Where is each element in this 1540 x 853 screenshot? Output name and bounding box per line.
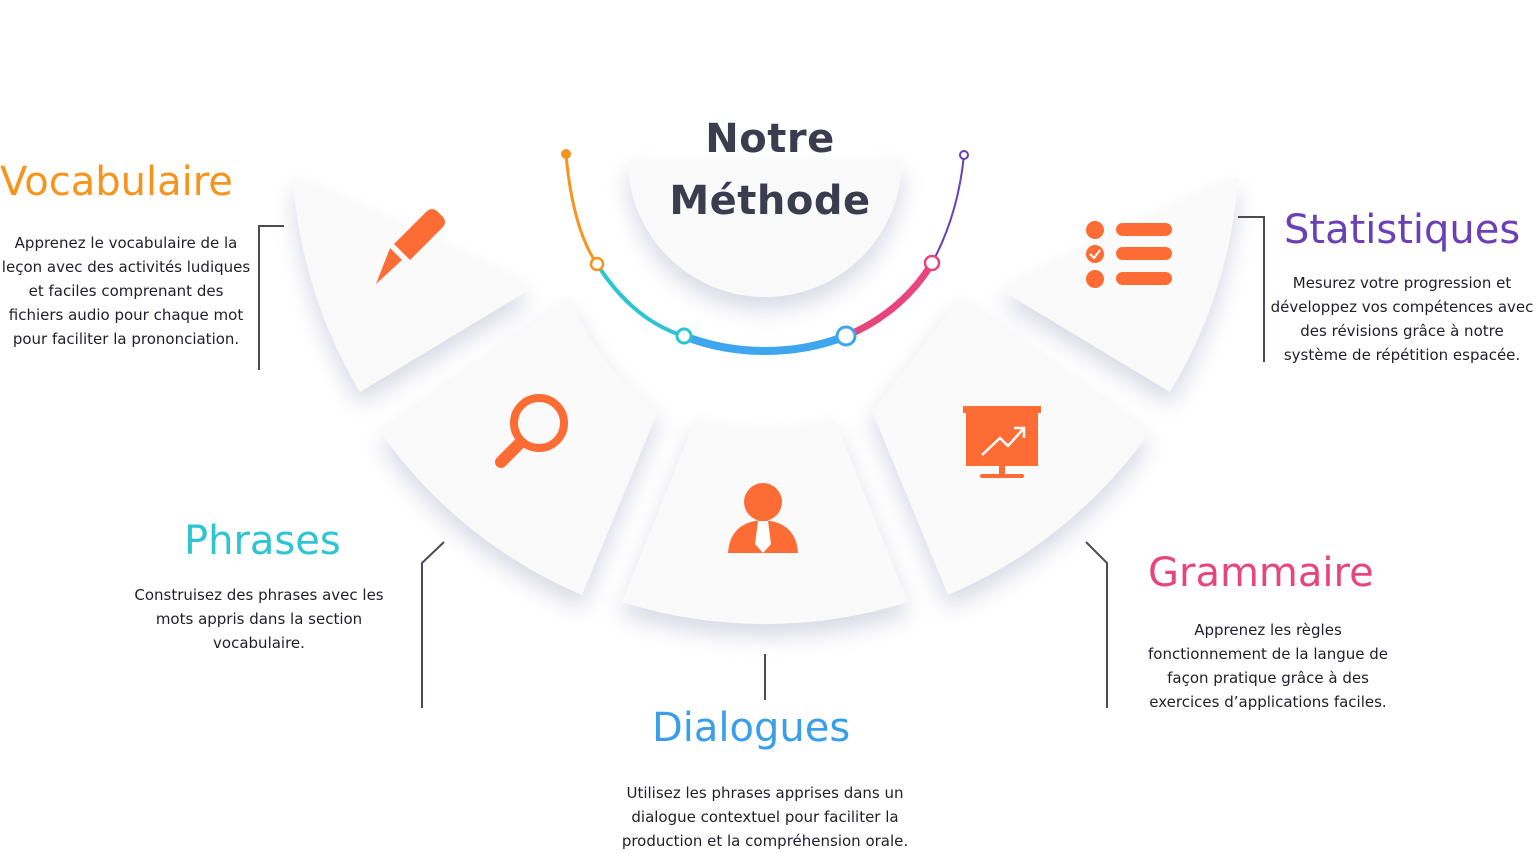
connector-grammaire	[1085, 541, 1108, 708]
phrases-description: Construisez des phrases avec les mots ap…	[134, 586, 384, 652]
diagram-title: Notre Méthode	[620, 108, 920, 232]
dialogues-heading: Dialogues	[652, 705, 851, 751]
arc-grammaire	[842, 259, 936, 340]
connector-vocabulaire	[258, 225, 284, 370]
connector-phrases	[421, 541, 445, 708]
arc-end-dot	[959, 150, 969, 160]
vocabulaire-description: Apprenez le vocabulaire de la leçon avec…	[1, 234, 251, 348]
checklist-icon	[1086, 221, 1172, 288]
arc-vocabulaire	[564, 152, 599, 266]
statistiques-description: Mesurez votre progression et développez …	[1270, 274, 1534, 364]
arc-node-2	[675, 327, 693, 345]
arc-phrases	[595, 262, 686, 338]
pencil-icon	[376, 209, 445, 284]
arc-node-1	[589, 256, 605, 272]
segment-statistiques	[1001, 177, 1238, 392]
arc-dialogues	[680, 332, 850, 355]
arc-start-dot	[561, 149, 571, 159]
grammaire-heading: Grammaire	[1148, 550, 1374, 596]
phrases-heading: Phrases	[184, 518, 341, 564]
presentation-chart-icon	[963, 406, 1041, 478]
arc-node-4	[923, 254, 941, 272]
title-line-1: Notre	[705, 116, 835, 162]
segment-vocabulaire	[293, 177, 529, 392]
arc-statistiques	[931, 154, 965, 264]
statistiques-heading: Statistiques	[1284, 207, 1521, 253]
magnifier-icon	[495, 394, 568, 468]
grammaire-description: Apprenez les règles fonctionnement de la…	[1148, 621, 1388, 711]
person-icon	[728, 483, 798, 553]
connector-statistiques	[1238, 216, 1265, 362]
vocabulaire-heading: Vocabulaire	[0, 159, 233, 205]
title-line-2: Méthode	[669, 178, 871, 224]
center-half-circle	[628, 160, 902, 297]
arc-node-3	[835, 325, 857, 347]
dialogues-description: Utilisez les phrases apprises dans un di…	[621, 784, 909, 850]
